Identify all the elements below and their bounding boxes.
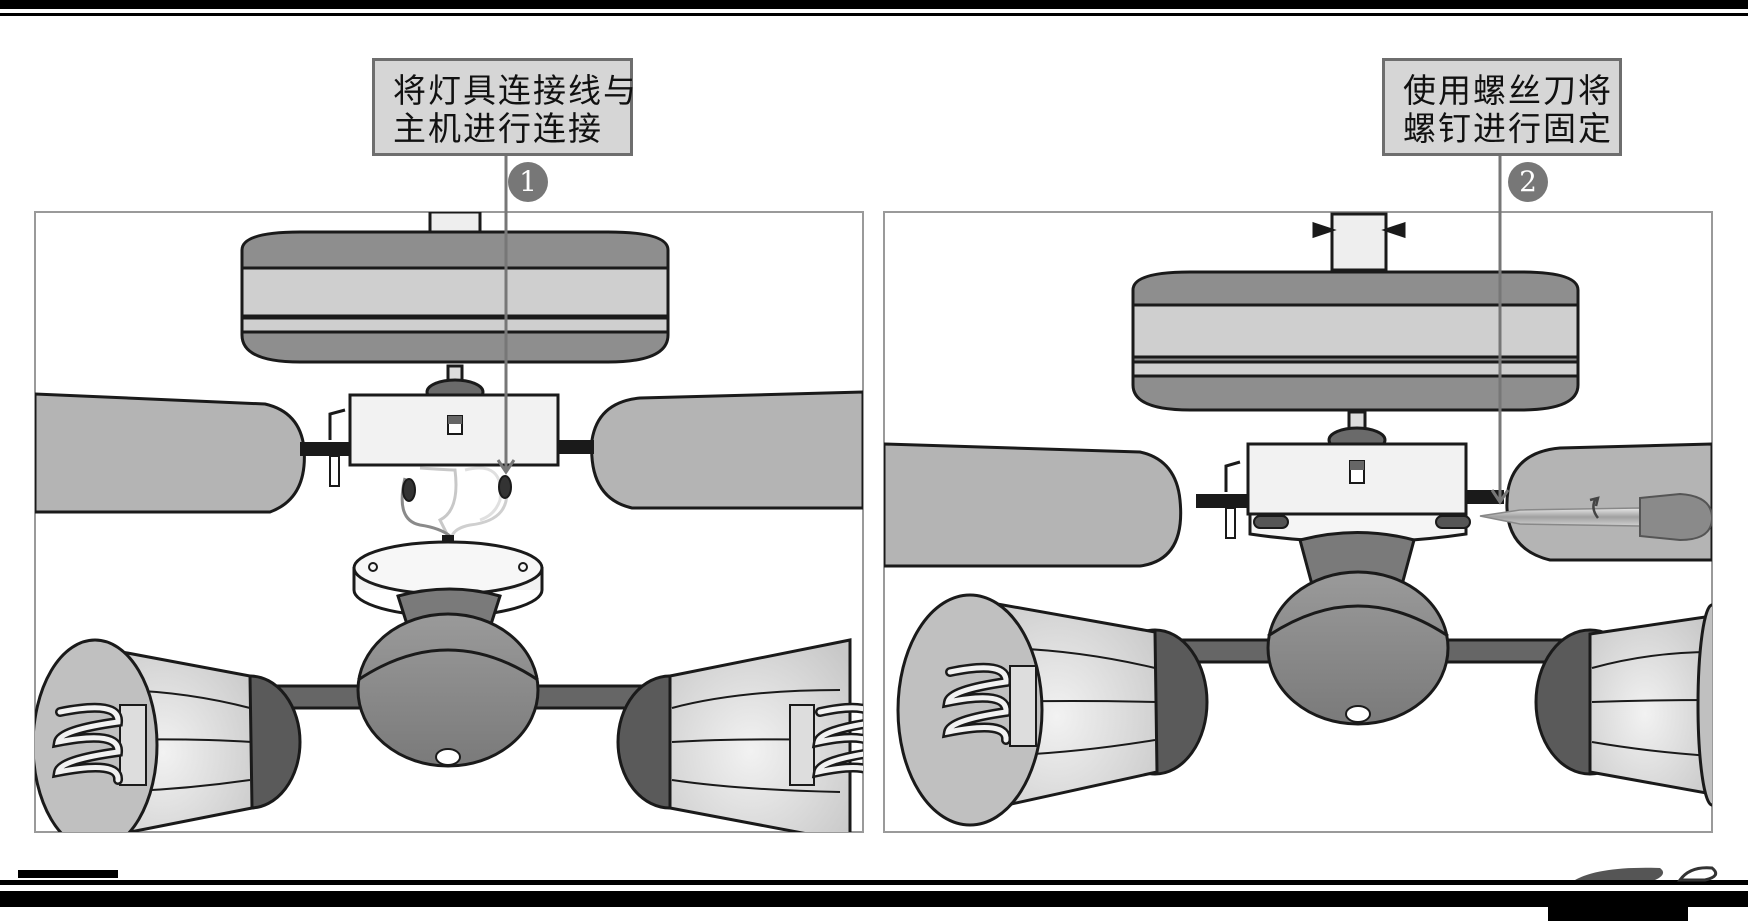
lamp-wires (400, 466, 512, 538)
corner-decoration (1575, 866, 1718, 882)
step-2-line-1: 使用螺丝刀将 (1403, 71, 1613, 110)
step-2-line-2: 螺钉进行固定 (1403, 109, 1613, 148)
fan-blade-left (884, 442, 1183, 568)
switch-housing (1246, 442, 1468, 516)
top-rule-thick (0, 0, 1748, 9)
panel-2 (883, 156, 1713, 833)
step-2-callout: 使用螺丝刀将 螺钉进行固定 (1382, 58, 1622, 156)
bottom-rule-thin (0, 880, 1748, 885)
light-center-body (356, 587, 540, 768)
bottom-marker (18, 870, 118, 878)
step-1-callout: 将灯具连接线与 主机进行连接 (372, 58, 638, 156)
lamp-shade-right (1534, 603, 1712, 807)
motor-housing (1131, 270, 1580, 412)
step-2-badge: 2 (1508, 162, 1548, 202)
screw-right (1435, 515, 1471, 529)
bottom-rule-thick (0, 891, 1748, 907)
screw-left (1253, 515, 1289, 529)
page-tab (1548, 905, 1688, 921)
step-1-badge: 1 (508, 162, 548, 202)
lamp-shade-left (35, 638, 302, 832)
light-bulb-icon (51, 702, 147, 786)
motor-housing (240, 230, 670, 364)
light-bulb-icon (941, 662, 1011, 745)
screwdriver-icon (1479, 492, 1712, 542)
lamp-shade-left (896, 593, 1209, 827)
fan-blade-right (590, 390, 863, 510)
fan-blade-left (35, 392, 306, 514)
light-bulb-icon (811, 702, 863, 779)
lamp-shade-right (616, 638, 863, 832)
step-1-line-2: 主机进行连接 (393, 109, 603, 148)
panel-1 (34, 156, 864, 833)
step-1-line-1: 将灯具连接线与 (393, 71, 638, 110)
light-center-body (1266, 531, 1450, 726)
top-rule-thin (0, 13, 1748, 16)
